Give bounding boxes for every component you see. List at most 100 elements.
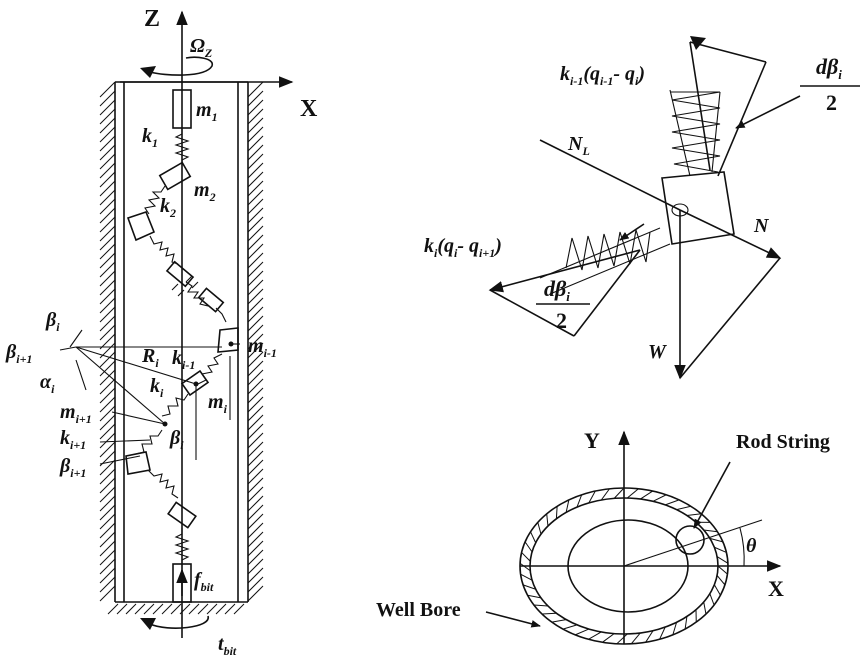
hatch-stroke: [152, 603, 164, 615]
alpha-leader: [75, 359, 87, 391]
lower-arrow-shaft: [488, 249, 641, 293]
ring-hatch-stroke: [665, 499, 680, 506]
hatch-stroke: [247, 378, 264, 395]
spring-segment-c: [215, 307, 227, 323]
hatch-stroke: [247, 153, 264, 170]
rod-string-label: Rod String: [736, 431, 830, 453]
hatch-stroke: [99, 225, 116, 242]
hatch-stroke: [99, 279, 116, 296]
hatch-stroke: [247, 90, 264, 107]
ring-hatch-stroke: [574, 628, 589, 636]
beta-i1-line: [75, 346, 166, 425]
hatch-stroke: [99, 504, 116, 521]
ri-label: Ri: [141, 345, 159, 370]
hatch-stroke: [247, 369, 264, 386]
hatch-stroke: [107, 603, 119, 615]
upper-dbeta-numerator: dβi: [816, 54, 842, 82]
hatch-stroke: [247, 486, 264, 503]
hatch-stroke: [247, 468, 264, 485]
hatch-stroke: [99, 261, 116, 278]
ring-hatch-stroke: [519, 562, 531, 572]
hatch-stroke: [99, 531, 116, 548]
beta-i-top-label: βi: [45, 309, 60, 334]
hatch-stroke: [134, 603, 146, 615]
rod-string-leader: [693, 461, 731, 529]
hatch-stroke: [99, 477, 116, 494]
left-wellbore-panel: Z X ΩZ m1 k1 m2 k2 mi-1 Ri ki-1 ki mi βi…: [5, 6, 318, 658]
hatch-stroke: [116, 603, 128, 615]
beta-i-line: [75, 346, 197, 385]
ring-hatch-stroke: [713, 584, 721, 596]
ring-hatch-stroke: [600, 488, 610, 501]
hatch-stroke: [247, 126, 264, 143]
ring-hatch-stroke: [703, 529, 718, 533]
hatch-stroke: [99, 153, 116, 170]
upper-arrow-right: [717, 61, 767, 177]
beta-i1-low-leader: [99, 455, 141, 465]
ring-hatch-stroke: [602, 633, 615, 643]
hatch-stroke: [247, 459, 264, 476]
hatch-stroke: [247, 306, 264, 323]
hatch-stroke: [161, 603, 173, 615]
hatch-stroke: [99, 315, 116, 332]
omega-label: ΩZ: [190, 35, 213, 60]
lower-spring: [539, 227, 671, 295]
rod-element: [661, 171, 735, 245]
axis-z-label: Z: [144, 6, 160, 32]
hatch-stroke: [99, 270, 116, 287]
hatch-stroke: [233, 603, 245, 615]
mass-bend-2: [125, 451, 151, 475]
ring-hatch-stroke: [716, 575, 726, 586]
hatch-stroke: [99, 198, 116, 215]
omega-rotation-arrow: [149, 56, 213, 76]
spring-ki-1: [197, 353, 223, 385]
hatch-stroke: [247, 567, 264, 584]
hatch-stroke: [99, 171, 116, 188]
beta-i-mid-label: βi: [169, 427, 184, 452]
ring-hatch-stroke: [714, 546, 727, 553]
force-diagram-panel: ki-1(qi-1- qi) dβi 2 NL N W ki(qi- qi+1)…: [424, 36, 860, 380]
hatch-stroke: [206, 603, 218, 615]
hatch-stroke: [247, 405, 264, 422]
axis-x-label: X: [300, 96, 318, 122]
hatch-stroke: [247, 576, 264, 593]
ring-hatch-stroke: [562, 624, 578, 630]
left-wall-hatch: [99, 81, 116, 602]
hatch-stroke: [99, 189, 116, 206]
spring-k2: [144, 185, 166, 215]
lower-arrow-tick: [619, 223, 645, 241]
spring-ki: [161, 393, 189, 417]
hatch-stroke: [99, 162, 116, 179]
hatch-stroke: [247, 270, 264, 287]
hatch-stroke: [99, 387, 116, 404]
ring-hatch-stroke: [709, 537, 724, 543]
hatch-stroke: [99, 585, 116, 602]
hatch-stroke: [99, 144, 116, 161]
mass-mi: [180, 369, 210, 397]
hatch-stroke: [99, 324, 116, 341]
hatch-stroke: [247, 171, 264, 188]
omega-arrowhead: [140, 66, 156, 78]
hatch-stroke: [99, 423, 116, 440]
hatch-stroke: [99, 522, 116, 539]
wellbore-hatch: [519, 487, 729, 645]
well-bore-label: Well Bore: [376, 599, 461, 621]
hatch-stroke: [99, 558, 116, 575]
ki+1-label: ki+1: [60, 427, 86, 452]
hatch-stroke: [99, 108, 116, 125]
hatch-stroke: [247, 387, 264, 404]
hatch-stroke: [247, 540, 264, 557]
hatch-stroke: [99, 216, 116, 233]
m1-label: m1: [196, 99, 218, 124]
hatch-stroke: [247, 504, 264, 521]
hatch-stroke: [247, 279, 264, 296]
resultant-line: [679, 257, 781, 379]
hatch-stroke: [247, 315, 264, 332]
hatch-stroke: [99, 576, 116, 593]
ring-hatch-stroke: [565, 499, 570, 513]
ring-hatch-stroke: [533, 604, 548, 607]
spring-k1: [174, 128, 190, 166]
ring-hatch-stroke: [555, 506, 558, 519]
hatch-stroke: [224, 603, 236, 615]
